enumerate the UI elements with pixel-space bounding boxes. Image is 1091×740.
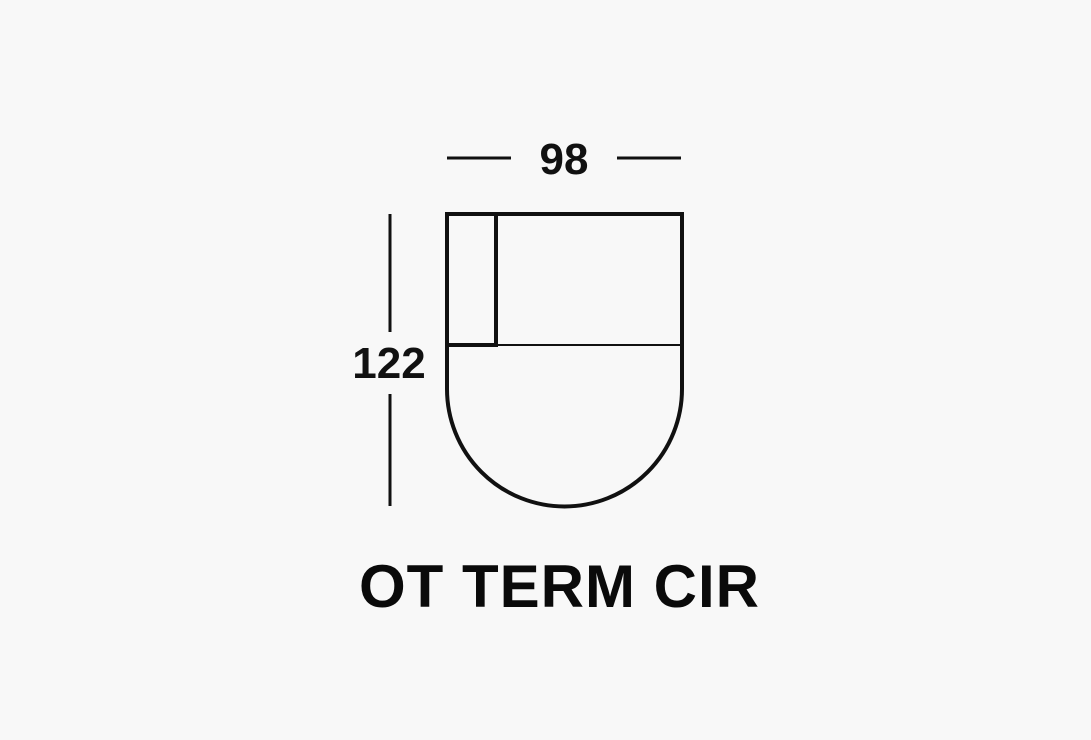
module-outline: [445, 212, 684, 509]
module-name: OT TERM CIR: [359, 553, 760, 620]
armrest-outline: [445, 212, 498, 347]
width-dimension-label: 98: [540, 135, 589, 184]
depth-dimension-label: 122: [352, 339, 425, 388]
